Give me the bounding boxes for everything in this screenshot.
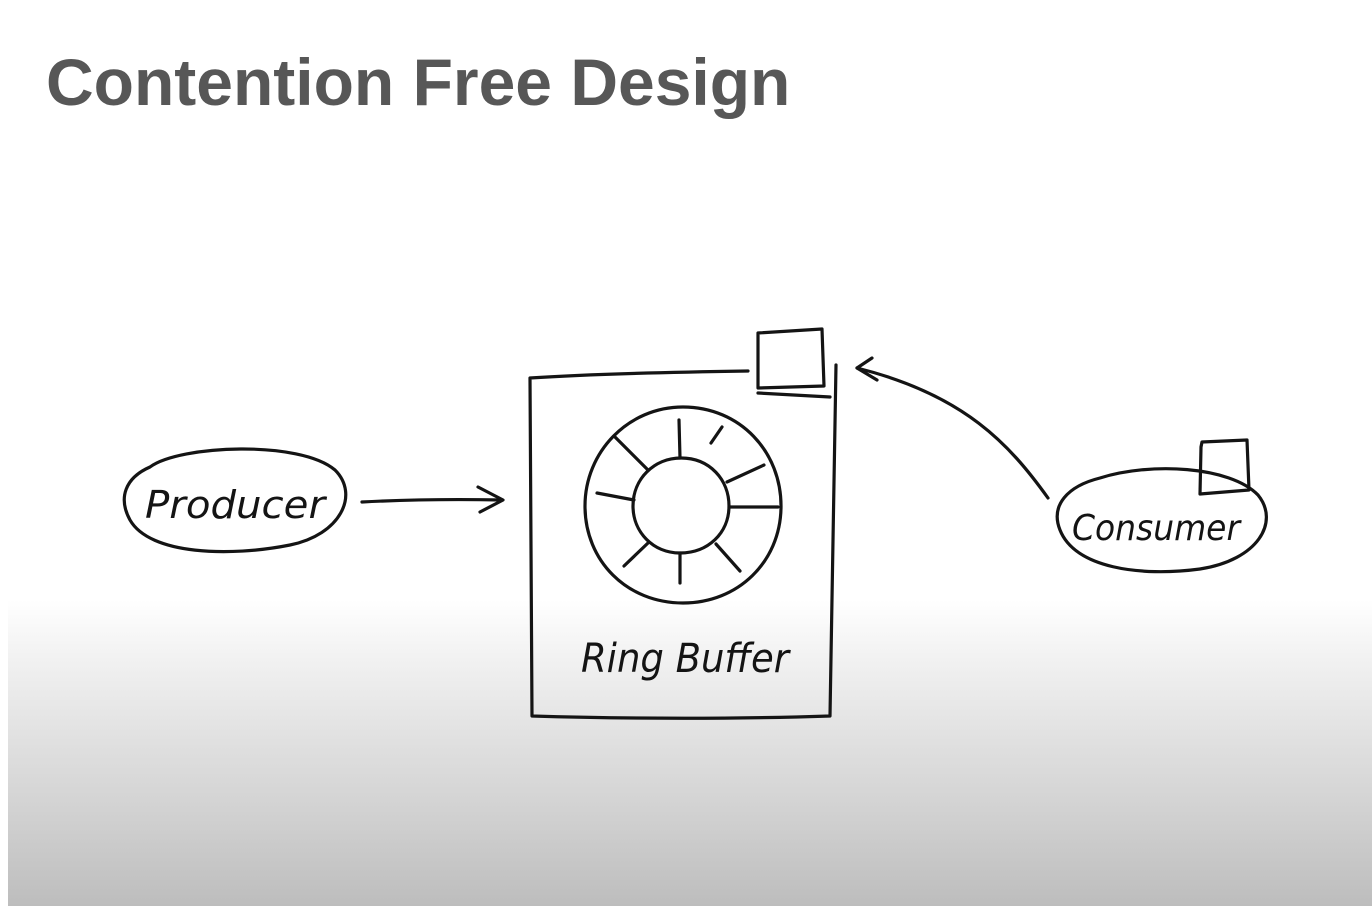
consumer-sequence-square xyxy=(1198,438,1251,496)
slide-edge xyxy=(0,0,8,906)
consumer-bubble xyxy=(1055,467,1268,574)
producer-to-buffer-arrow xyxy=(360,485,505,514)
producer-node: Producer xyxy=(122,447,348,554)
ring-slot-dividers xyxy=(595,418,780,585)
producer-label: Producer xyxy=(145,483,328,527)
producer-bubble xyxy=(122,447,348,554)
ring-slot-divider xyxy=(622,541,650,568)
consumer-node: Consumer xyxy=(1055,438,1268,574)
consumer-to-buffer-arrow xyxy=(855,356,1050,500)
producer-arrow-head xyxy=(476,485,505,514)
ring-slot-divider xyxy=(595,491,636,502)
ring-buffer-label: Ring Buffer xyxy=(581,636,791,682)
slide-title: Contention Free Design xyxy=(46,45,791,119)
ring-buffer-sequence-tick xyxy=(756,391,832,399)
consumer-label: Consumer xyxy=(1072,508,1242,549)
ring-slot-divider xyxy=(714,542,742,573)
ring-slot-divider xyxy=(725,463,766,484)
ring-buffer-sequence-square xyxy=(756,327,826,390)
ring-buffer-frame xyxy=(528,363,838,720)
ring-inner-circle xyxy=(631,456,731,555)
ring-slot-divider xyxy=(677,418,682,460)
consumer-arrow-line xyxy=(855,366,1050,500)
ring-buffer-box: Ring Buffer xyxy=(528,327,838,720)
ring-slot-divider xyxy=(613,435,650,472)
ring-slot-divider xyxy=(709,425,724,445)
ring-outer-circle xyxy=(583,405,783,605)
producer-arrow-line xyxy=(360,498,504,504)
consumer-arrow-head xyxy=(855,356,879,382)
